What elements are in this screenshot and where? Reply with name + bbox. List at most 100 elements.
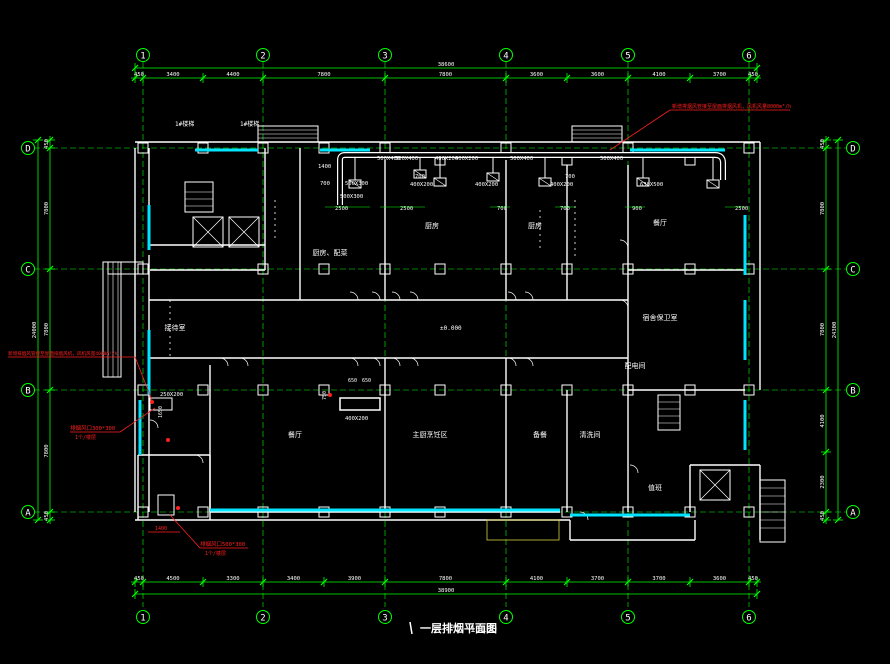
dim-slash [745, 74, 753, 82]
room-label: 配电间 [625, 361, 646, 370]
smoke-outlet-cross [433, 177, 447, 187]
column [622, 263, 634, 275]
duct-size-label: 500X400 [395, 156, 418, 162]
dim-text: 450 [134, 576, 144, 582]
door-swing [507, 357, 517, 367]
stair-icon [184, 181, 214, 213]
dim-slash [131, 74, 139, 82]
dim-slash [822, 516, 830, 524]
annotation-dim: 650 [362, 378, 371, 384]
dim-overall-text: 24000 [32, 322, 38, 339]
axis-bubble [499, 610, 513, 624]
axis-label: A [850, 509, 856, 519]
axis-label: A [25, 509, 31, 519]
door-swing [391, 357, 401, 367]
duct-dim-label: 700 [565, 174, 575, 180]
dim-text: 3300 [226, 576, 239, 582]
annotation-dim: 1650 [158, 406, 164, 418]
duct-size-label: 500X400 [600, 156, 623, 162]
dim-slash [46, 516, 54, 524]
axis-bubble [21, 262, 35, 276]
duct-size-label: 500X400 [510, 156, 533, 162]
column [684, 263, 696, 275]
axis-label: 1 [140, 614, 145, 624]
axis-bubble [378, 48, 392, 62]
room-label: 值班 [648, 483, 662, 492]
axis-bubble [621, 48, 635, 62]
room-label: 清洗间 [580, 430, 601, 439]
axis-bubble [742, 48, 756, 62]
dim-slash [46, 144, 54, 152]
axis-label: 6 [746, 614, 751, 624]
dim-text: 4400 [226, 72, 239, 78]
column [318, 263, 330, 275]
axis-label: C [25, 266, 30, 276]
dim-slash [753, 64, 761, 72]
dim-slash [381, 74, 389, 82]
dim-slash [822, 508, 830, 516]
dim-slash [381, 578, 389, 586]
dim-text: 3400 [287, 576, 300, 582]
door-swing [219, 357, 229, 367]
dim-text: 7800 [44, 202, 50, 215]
smoke-outlet-cross [636, 177, 650, 187]
column [137, 506, 149, 518]
smoke-outlet-cross [706, 179, 720, 189]
dim-text: 450 [820, 139, 826, 149]
duct-size-label: 500X400 [377, 156, 400, 162]
duct-dim-label: 2500 [335, 206, 348, 212]
ramp-outline [486, 519, 560, 541]
annotation-dim: 1400 [155, 526, 167, 532]
column [137, 263, 149, 275]
leader-line [169, 514, 201, 549]
main-duct-inner [338, 153, 725, 205]
annotation-marker [328, 393, 332, 397]
column [743, 384, 755, 396]
axis-label: C [850, 266, 855, 276]
dim-slash [259, 578, 267, 586]
duct-dim-label: 900 [632, 206, 642, 212]
dim-slash [686, 578, 694, 586]
axis-label: D [25, 145, 30, 155]
duct-dim-label: 700 [560, 206, 570, 212]
dim-slash [753, 578, 761, 586]
axis-label: D [850, 145, 855, 155]
dim-slash [563, 74, 571, 82]
smoke-outlet-cross [348, 179, 362, 189]
axis-bubble [21, 505, 35, 519]
dim-text: 7800 [317, 72, 330, 78]
wall-line [699, 469, 731, 501]
axis-label: 4 [503, 614, 508, 624]
dim-slash [199, 74, 207, 82]
dim-slash [502, 578, 510, 586]
door-swing [371, 357, 381, 367]
smoke-outlet-cross [486, 172, 500, 182]
smoke-outlet [486, 172, 500, 182]
axis-bubble [846, 383, 860, 397]
annotations: 新增排烟风管接至屋面排烟风机，风机风量8000m³/h新增排烟风管接至屋面排烟风… [8, 103, 791, 557]
dim-text: 450 [44, 511, 50, 521]
dim-text: 3700 [713, 72, 726, 78]
duct-dim-label: 700 [320, 181, 330, 187]
duct-dim-label: 700 [497, 206, 507, 212]
dim-text: 2300 [820, 475, 826, 488]
room-label: 厨房、配菜 [313, 248, 348, 257]
dim-slash [139, 578, 147, 586]
axis-bubble [21, 383, 35, 397]
duct-size-label: 250X200 [160, 392, 183, 398]
door-swing [349, 357, 359, 367]
annotation-text: 排烟风口500*300 [200, 540, 245, 548]
dim-slash [624, 578, 632, 586]
axis-label: 2 [260, 52, 265, 62]
door-swing [507, 291, 517, 301]
dim-slash [753, 74, 761, 82]
annotation-dim: 750 [322, 391, 328, 400]
column [379, 506, 391, 518]
leader-line [134, 356, 153, 401]
annotation-marker [166, 438, 170, 442]
stair-enclosure [759, 479, 786, 543]
annotation-dim: 650 [348, 378, 357, 384]
dim-overall-text: 38900 [438, 588, 455, 594]
